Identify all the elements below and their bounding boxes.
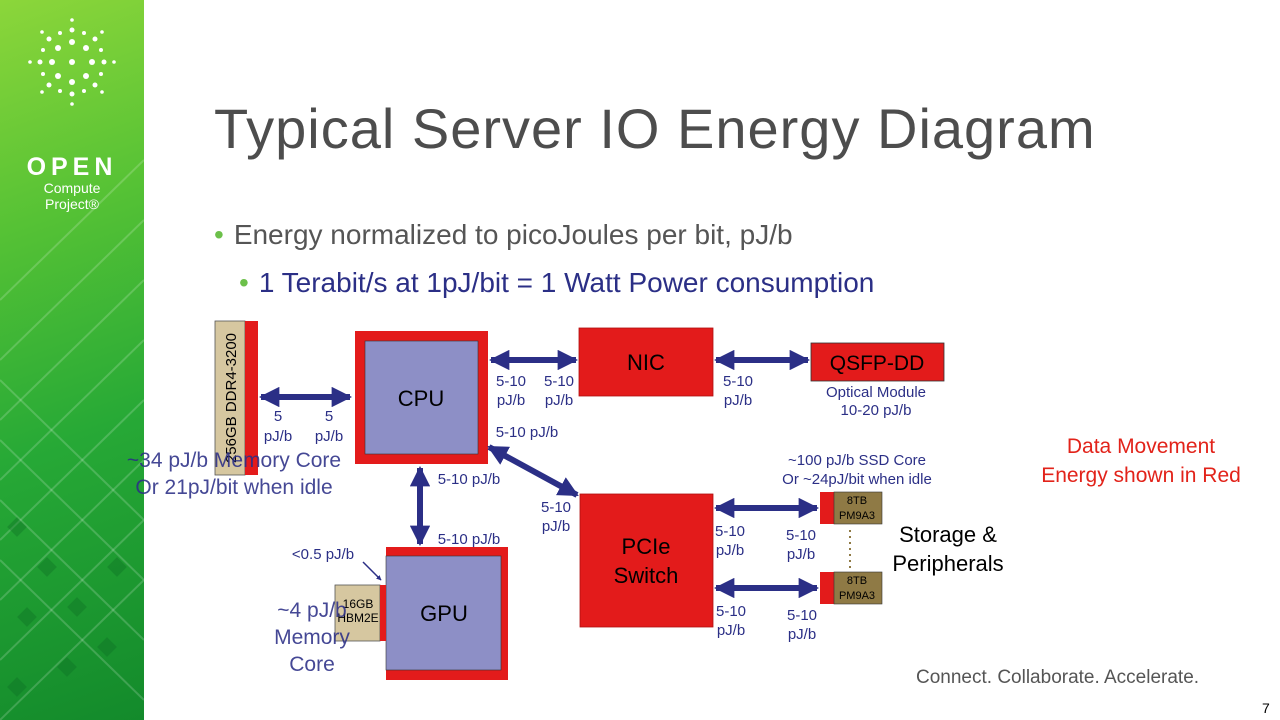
bullet-dot-icon: • [214,219,224,250]
dram-link-left-unit: pJ/b [264,428,292,445]
cpu-switch-unit: pJ/b [542,518,570,535]
cpu-nic-right-value: 5-10 [544,373,574,390]
sw-ssd1-left-value: 5-10 [715,523,745,540]
cpu-gpu-bottom-label: 5-10 pJ/b [438,531,501,548]
ssd-1: 8TB PM9A3 [820,491,883,525]
footer-tagline: Connect. Collaborate. Accelerate. [916,667,1200,688]
page-number: 7 [1262,700,1270,716]
dram-link-left-value: 5 [274,408,282,425]
nic-label: NIC [627,350,665,375]
dram-label: 256GB DDR4-3200 [223,333,240,463]
hbm-core-energy-3: Core [289,653,335,676]
ssd-2: 8TB PM9A3 [820,571,883,605]
bullet-1-text: Energy normalized to picoJoules per bit,… [233,219,793,250]
pcie-switch-block: PCIe Switch [579,493,714,628]
hbm-label-2: HBM2E [337,611,378,625]
cpu-nic-left-value: 5-10 [496,373,526,390]
hbm-pointer-arrow [362,561,382,581]
ssd2-label-2: PM9A3 [839,590,875,602]
ssd-core-label-1: ~100 pJ/b SSD Core [788,452,926,469]
cpu-gpu-top-label: 5-10 pJ/b [438,471,501,488]
memory-core-energy-2: Or 21pJ/bit when idle [135,476,332,499]
cpu-switch-value: 5-10 [541,499,571,516]
optical-module-energy: 10-20 pJ/b [841,402,912,419]
bullet-1: • Energy normalized to picoJoules per bit… [214,219,793,251]
logo-open-text: OPEN [26,153,118,181]
ssd2-label-1: 8TB [847,575,867,587]
sw-ssd2-left-unit: pJ/b [717,622,745,639]
storage-label-2: Peripherals [892,551,1003,576]
ssd-core-label-2: Or ~24pJ/bit when idle [782,471,932,488]
ssd1-label-2: PM9A3 [839,510,875,522]
slide-title: Typical Server IO Energy Diagram [214,97,1096,160]
memory-core-energy-1: ~34 pJ/b Memory Core [127,449,341,472]
cpu-switch-arrow [487,444,579,498]
cpu-nic-left-unit: pJ/b [497,392,525,409]
legend-label-1: Data Movement [1067,435,1215,458]
storage-label-1: Storage & [899,522,997,547]
brand-sidebar: OPEN Compute Project® [0,0,144,720]
sw-ssd1-right-unit: pJ/b [787,546,815,563]
sw-ssd2-right-unit: pJ/b [788,626,816,643]
qsfp-block: QSFP-DD [810,342,945,382]
hbm-core-energy-2: Memory [274,626,350,649]
switch-label-2: Switch [614,563,679,588]
qsfp-label: QSFP-DD [830,352,925,375]
legend-label-2: Energy shown in Red [1041,464,1241,487]
logo-compute-text: Compute [43,180,101,196]
bullet-2-text: 1 Terabit/s at 1pJ/bit = 1 Watt Power co… [258,267,875,298]
sw-ssd2-left-value: 5-10 [716,603,746,620]
nic-qsfp-unit: pJ/b [724,392,752,409]
bullet-2: • 1 Terabit/s at 1pJ/bit = 1 Watt Power c… [239,267,874,299]
ocp-logo-icon [28,18,116,106]
hbm-link-label: <0.5 pJ/b [292,546,354,563]
dram-link-right-value: 5 [325,408,333,425]
cpu-label: CPU [398,386,444,411]
sidebar-pattern [0,159,144,720]
nic-block: NIC [578,327,714,397]
hbm-core-energy-1: ~4 pJ/b [277,599,346,622]
ssd1-label-1: 8TB [847,495,867,507]
dram-link-right-unit: pJ/b [315,428,343,445]
switch-label-1: PCIe [622,534,671,559]
cpu-switch-top-label: 5-10 pJ/b [496,424,559,441]
nic-qsfp-value: 5-10 [723,373,753,390]
optical-module-label: Optical Module [826,384,926,401]
cpu-block: CPU [355,331,488,464]
logo-project-text: Project® [45,196,99,212]
gpu-label: GPU [420,601,468,626]
hbm-module: 16GB HBM2E [334,584,386,642]
gpu-block: GPU [385,547,508,680]
sw-ssd1-left-unit: pJ/b [716,542,744,559]
sw-ssd1-right-value: 5-10 [786,527,816,544]
sw-ssd2-right-value: 5-10 [787,607,817,624]
cpu-nic-right-unit: pJ/b [545,392,573,409]
dram-module: 256GB DDR4-3200 [214,320,258,476]
bullet-dot-icon: • [239,267,249,298]
hbm-label-1: 16GB [343,597,374,611]
